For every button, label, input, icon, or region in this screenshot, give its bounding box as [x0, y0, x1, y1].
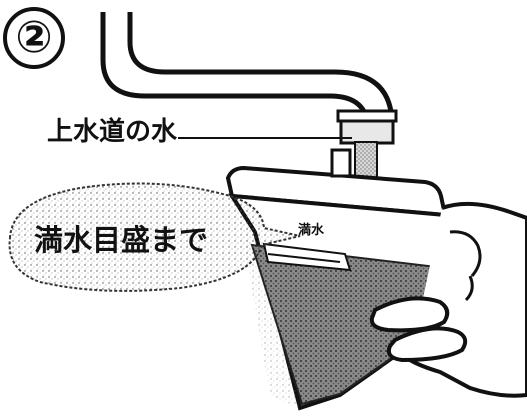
full-mark-label: 満水	[298, 223, 325, 238]
tap-water-label: 上水道の水	[47, 117, 178, 147]
hand-icon	[369, 201, 527, 398]
speech-bubble-icon	[8, 182, 301, 292]
fill-instruction-text: 満水目盛まで	[34, 223, 209, 257]
faucet-icon	[100, 12, 398, 145]
step-number: ②	[15, 12, 53, 63]
step-circle	[3, 7, 65, 69]
